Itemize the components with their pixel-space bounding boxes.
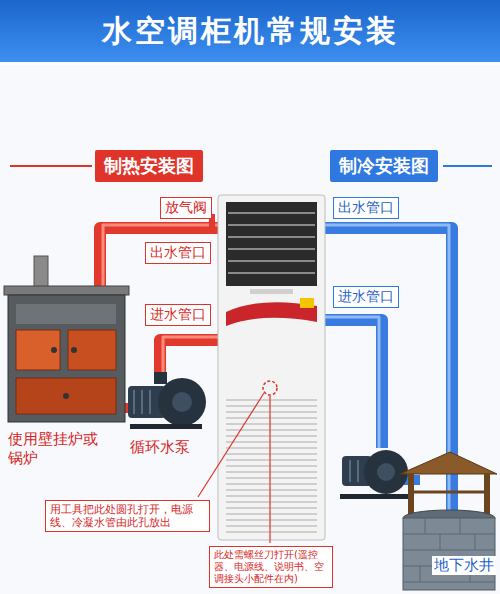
- node-text: 出水管口: [150, 244, 206, 262]
- node-text: 进水管口: [338, 288, 394, 306]
- node-text: 用工具把此处圆孔打开，电源线、冷凝水管由此孔放出: [50, 503, 205, 529]
- note-box: 此处需螺丝刀打开(遥控器、电源线、说明书、空调接头小配件在内): [209, 546, 333, 588]
- part-tag: 出水管口: [333, 197, 399, 219]
- part-label: 使用壁挂炉或锅炉: [8, 430, 108, 468]
- node-text: 制热安装图: [104, 154, 194, 178]
- part-label: 循环水泵: [130, 438, 190, 457]
- part-tag: 出水管口: [145, 242, 211, 264]
- title: 水空调柜机常规安装: [0, 0, 500, 62]
- note-box: 用工具把此处圆孔打开，电源线、冷凝水管由此孔放出: [45, 500, 210, 532]
- node-text: 出水管口: [338, 199, 394, 217]
- node-text: 制冷安装图: [339, 154, 429, 178]
- node-text: 此处需螺丝刀打开(遥控器、电源线、说明书、空调接头小配件在内): [214, 549, 328, 585]
- node-text: 放气阀: [165, 199, 207, 217]
- part-label: 地下水井: [432, 556, 496, 575]
- part-tag: 进水管口: [333, 286, 399, 308]
- part-tag: 放气阀: [160, 197, 212, 219]
- part-tag: 进水管口: [145, 304, 211, 326]
- section-heading: 制冷安装图: [330, 150, 438, 182]
- node-text: 进水管口: [150, 306, 206, 324]
- section-heading: 制热安装图: [95, 150, 203, 182]
